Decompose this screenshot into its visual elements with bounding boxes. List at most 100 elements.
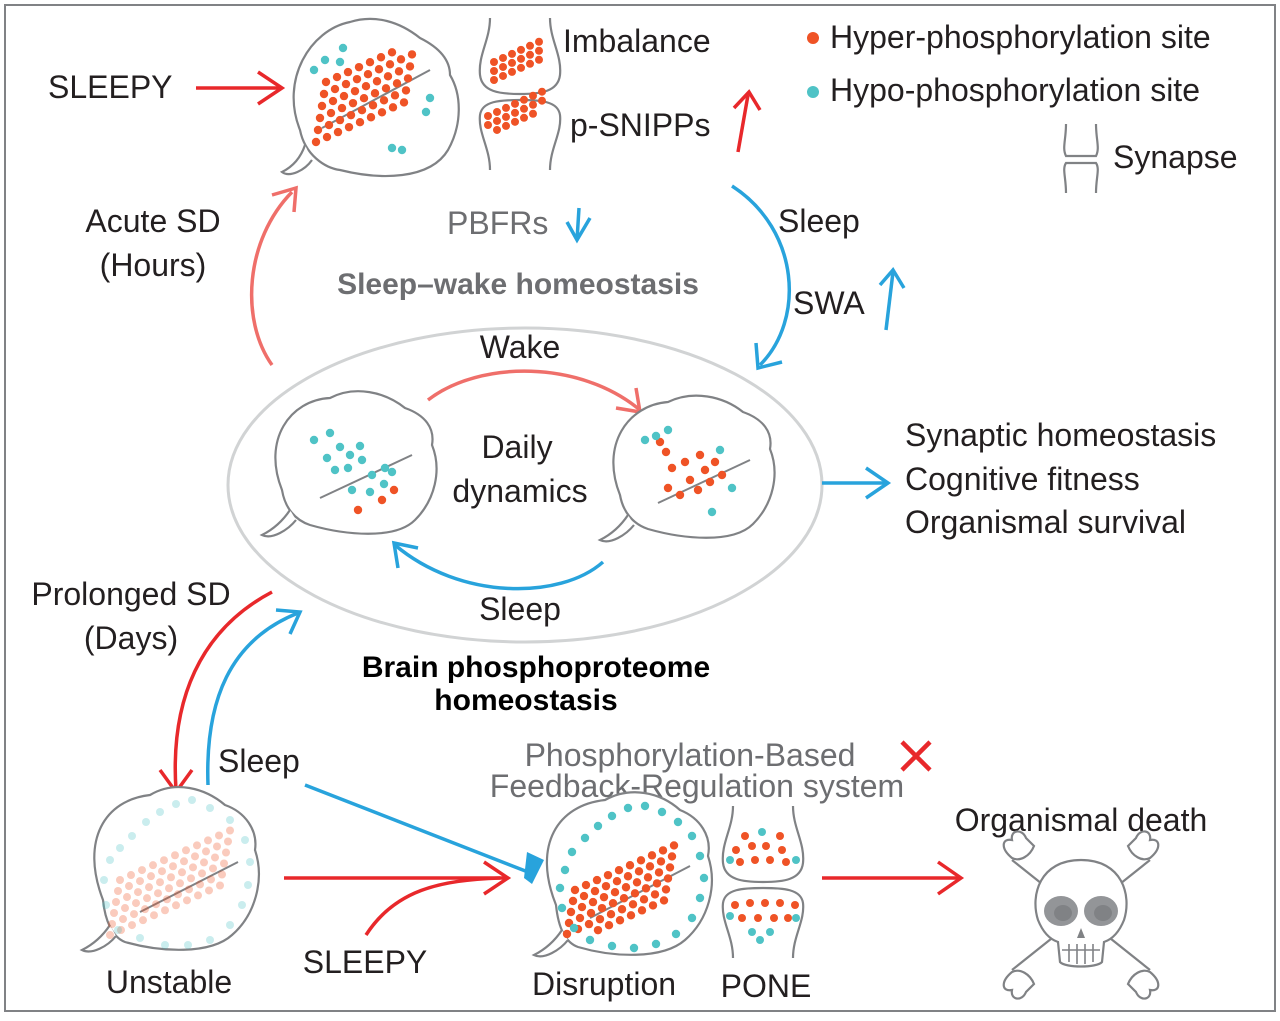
top-brain-dots (309, 43, 435, 155)
phospho-site-dot (535, 46, 543, 55)
phospho-site-dot (511, 108, 519, 117)
phospho-site-dot (380, 463, 390, 473)
phospho-site-dot (345, 450, 355, 460)
phospho-site-dot (590, 886, 600, 896)
phospho-site-dot (315, 113, 325, 123)
phospho-site-dot (511, 99, 519, 108)
phospho-site-dot (405, 62, 415, 71)
phospho-site-dot (673, 817, 683, 827)
phospho-site-dot (425, 93, 435, 103)
phospho-site-dot (389, 485, 399, 495)
phospho-site-dot (643, 873, 653, 882)
phospho-site-dot (529, 91, 537, 100)
phospho-site-dot (183, 896, 191, 905)
phospho-site-dot (114, 887, 122, 895)
phospho-site-dot (617, 905, 627, 914)
phospho-site-dot (654, 868, 664, 877)
phospho-site-dot (130, 910, 138, 919)
phospho-site-dot (320, 55, 330, 65)
phospho-site-dot (387, 467, 397, 477)
center-sleep-arrow (391, 540, 605, 591)
phospho-site-dot (663, 874, 673, 883)
phospho-site-dot (770, 914, 778, 922)
phospho-site-dot (176, 879, 184, 888)
phospho-site-dot (361, 82, 371, 91)
phospho-site-dot (355, 441, 365, 451)
phospho-site-dot (374, 65, 384, 74)
red-cross-icon (900, 740, 932, 772)
phospho-site-dot (535, 55, 543, 64)
phospho-site-dot (127, 871, 135, 880)
phospho-site-dot (238, 901, 246, 909)
phospho-site-dot (226, 921, 234, 929)
outcome-synaptic: Synaptic homeostasis (905, 417, 1216, 453)
left-center-brain-icon (259, 390, 438, 538)
phospho-site-dot (651, 939, 661, 949)
phospho-site-dot (383, 72, 393, 81)
phospho-site-dot (397, 145, 407, 155)
phospho-site-dot (665, 863, 675, 872)
phospho-site-dot (381, 84, 391, 93)
phospho-site-dot (588, 897, 598, 907)
phospho-site-dot (147, 872, 155, 881)
phospho-site-dot (116, 876, 124, 884)
phospho-site-dot (388, 103, 398, 112)
phospho-site-dot (636, 856, 646, 865)
phospho-site-dot (621, 883, 631, 892)
phospho-site-dot (566, 907, 576, 917)
phospho-site-dot (160, 856, 168, 865)
center-sleep-label: Sleep (479, 591, 561, 627)
phospho-site-dot (593, 821, 603, 831)
phospho-site-dot (403, 74, 413, 83)
phospho-site-dot (663, 483, 673, 493)
phospho-site-dot (341, 79, 351, 89)
phospho-site-dot (562, 929, 572, 939)
phospho-site-dot (333, 127, 343, 137)
phospho-site-dot (640, 801, 650, 811)
phospho-site-dot (311, 137, 321, 147)
phospho-site-dot (379, 479, 389, 489)
phospho-site-dot (396, 55, 406, 64)
phospho-site-dot (604, 921, 614, 930)
phospho-site-dot (335, 115, 345, 125)
phospho-site-dot (517, 54, 525, 63)
phospho-site-dot (370, 89, 380, 98)
phospho-site-dot (335, 57, 345, 67)
phospho-site-dot (520, 95, 528, 104)
phospho-site-dot (198, 869, 206, 878)
phospho-site-dot (322, 453, 332, 463)
phospho-site-dot (224, 837, 232, 846)
phospho-site-dot (705, 477, 715, 487)
phospho-site-dot (368, 101, 378, 110)
phospho-site-dot (244, 881, 252, 889)
phospho-site-dot (603, 870, 613, 880)
disruption-brain-icon (531, 791, 713, 958)
phospho-site-dot (626, 911, 636, 920)
phospho-site-dot (209, 864, 217, 873)
phospho-site-dot (353, 505, 363, 515)
phospho-site-dot (736, 858, 744, 866)
phospho-site-dot (782, 858, 790, 866)
phospho-site-dot (493, 125, 501, 134)
phospho-site-dot (226, 816, 234, 824)
phospho-site-dot (309, 435, 319, 445)
phospho-site-dot (145, 883, 153, 892)
phospho-site-dot (319, 89, 329, 99)
outer-frame (4, 4, 1276, 1012)
phospho-site-dot (490, 67, 498, 75)
pbfrs-down-arrow (565, 207, 592, 244)
phospho-site-dot (606, 910, 616, 919)
bottom-synapse-dots (726, 828, 800, 944)
phospho-site-dot (136, 934, 144, 942)
phospho-site-dot (359, 94, 369, 103)
phospho-site-dot (138, 866, 146, 875)
phospho-site-dot (526, 41, 534, 50)
phospho-site-dot (106, 856, 114, 864)
phospho-site-dot (363, 70, 373, 79)
phospho-site-dot (610, 888, 620, 897)
phospho-site-dot (661, 885, 671, 894)
phospho-site-dot (377, 495, 387, 505)
pbfr-system-line2: Feedback-Regulation system (490, 768, 904, 804)
phospho-site-dot (580, 833, 590, 843)
phospho-site-dot (599, 892, 609, 902)
